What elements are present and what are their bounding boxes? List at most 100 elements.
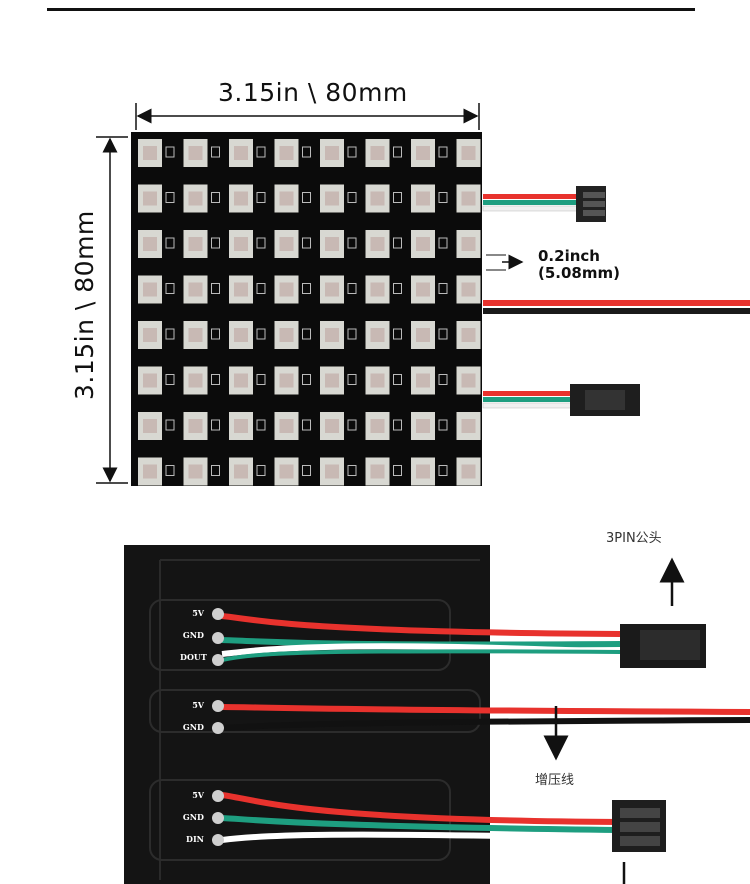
capacitor-footprint (347, 283, 357, 294)
led-lens (143, 282, 157, 297)
capacitor-footprint (393, 146, 402, 158)
pad-label: DOUT (180, 652, 207, 662)
led-lens (188, 328, 203, 342)
power-cable-top-view (483, 300, 750, 314)
capacitor-footprint (211, 465, 220, 476)
led-lens (234, 328, 248, 342)
capacitor-footprint (393, 237, 402, 249)
capacitor-footprint (393, 192, 402, 203)
led-lens (461, 464, 476, 479)
top-right-cable (482, 186, 606, 222)
led-lens (416, 282, 430, 297)
capacitor-footprint (256, 419, 266, 431)
top-divider-line (47, 8, 695, 11)
led-lens (370, 237, 385, 251)
capacitor-footprint (211, 283, 220, 294)
pitch-label: 0.2inch (5.08mm) (538, 248, 620, 282)
capacitor-footprint (211, 374, 220, 385)
led-lens (370, 419, 385, 433)
capacitor-footprint (302, 237, 311, 249)
capacitor-footprint (211, 237, 220, 249)
capacitor-footprint (302, 419, 311, 431)
led-lens (370, 282, 385, 297)
led-lens (279, 328, 294, 342)
capacitor-footprint (165, 419, 175, 431)
led-lens (461, 237, 476, 251)
pad-label: GND (182, 812, 204, 822)
capacitor-footprint (165, 192, 175, 203)
bottom-right-cable (482, 384, 640, 416)
led-lens (416, 328, 430, 342)
width-dimension-label: 3.15in \ 80mm (218, 78, 408, 107)
led-lens (143, 237, 157, 251)
led-lens (370, 191, 385, 206)
capacitor-footprint (438, 419, 448, 431)
led-lens (416, 464, 430, 479)
led-lens (279, 419, 294, 433)
capacitor-footprint (347, 419, 357, 431)
led-lens (325, 191, 339, 206)
capacitor-footprint (211, 328, 220, 340)
capacitor-footprint (438, 465, 448, 476)
led-lens (279, 282, 294, 297)
capacitor-footprint (438, 146, 448, 158)
led-lens (188, 464, 203, 479)
led-lens (188, 373, 203, 388)
boost-wire-label: 增压线 (535, 773, 575, 788)
pad-label: GND (182, 722, 204, 732)
capacitor-footprint (165, 328, 175, 340)
led-lens (143, 328, 157, 342)
capacitor-footprint (256, 328, 266, 340)
capacitor-footprint (347, 374, 357, 385)
pad-label: 5V (192, 700, 204, 710)
led-lens (325, 373, 339, 388)
led-lens (325, 282, 339, 297)
led-lens (279, 237, 294, 251)
led-lens (143, 373, 157, 388)
led-lens (234, 464, 248, 479)
capacitor-footprint (211, 419, 220, 431)
led-lens (461, 328, 476, 342)
led-lens (461, 373, 476, 388)
capacitor-footprint (165, 465, 175, 476)
pad-label: 5V (192, 790, 204, 800)
capacitor-footprint (256, 465, 266, 476)
led-lens (325, 419, 339, 433)
led-lens (325, 464, 339, 479)
pad-label-group-middle: 5V GND (180, 700, 204, 744)
led-lens (188, 237, 203, 251)
pad-label: DIN (186, 834, 204, 844)
pitch-mm: (5.08mm) (538, 264, 620, 282)
led-lens (416, 237, 430, 251)
height-dimension-label: 3.15in \ 80mm (70, 210, 99, 400)
led-lens (234, 373, 248, 388)
capacitor-footprint (347, 146, 357, 158)
capacitor-footprint (302, 465, 311, 476)
capacitor-footprint (393, 374, 402, 385)
led-lens (416, 419, 430, 433)
capacitor-footprint (165, 374, 175, 385)
pad-label: 5V (192, 608, 204, 618)
capacitor-footprint (302, 192, 311, 203)
led-lens (370, 464, 385, 479)
led-lens (234, 191, 248, 206)
led-lens (234, 419, 248, 433)
capacitor-footprint (438, 328, 448, 340)
led-lens (188, 282, 203, 297)
led-lens (188, 419, 203, 433)
led-lens (461, 191, 476, 206)
back-bottom-cable (221, 792, 666, 852)
capacitor-footprint (165, 146, 175, 158)
capacitor-footprint (256, 237, 266, 249)
led-lens (279, 373, 294, 388)
capacitor-footprint (393, 465, 402, 476)
led-lens (325, 237, 339, 251)
led-lens (143, 419, 157, 433)
led-lens (279, 146, 294, 160)
capacitor-footprint (438, 374, 448, 385)
led-lens (370, 328, 385, 342)
led-lens (143, 464, 157, 479)
led-lens (461, 146, 476, 160)
pad-label-group-top: 5V GND DOUT (180, 608, 207, 674)
